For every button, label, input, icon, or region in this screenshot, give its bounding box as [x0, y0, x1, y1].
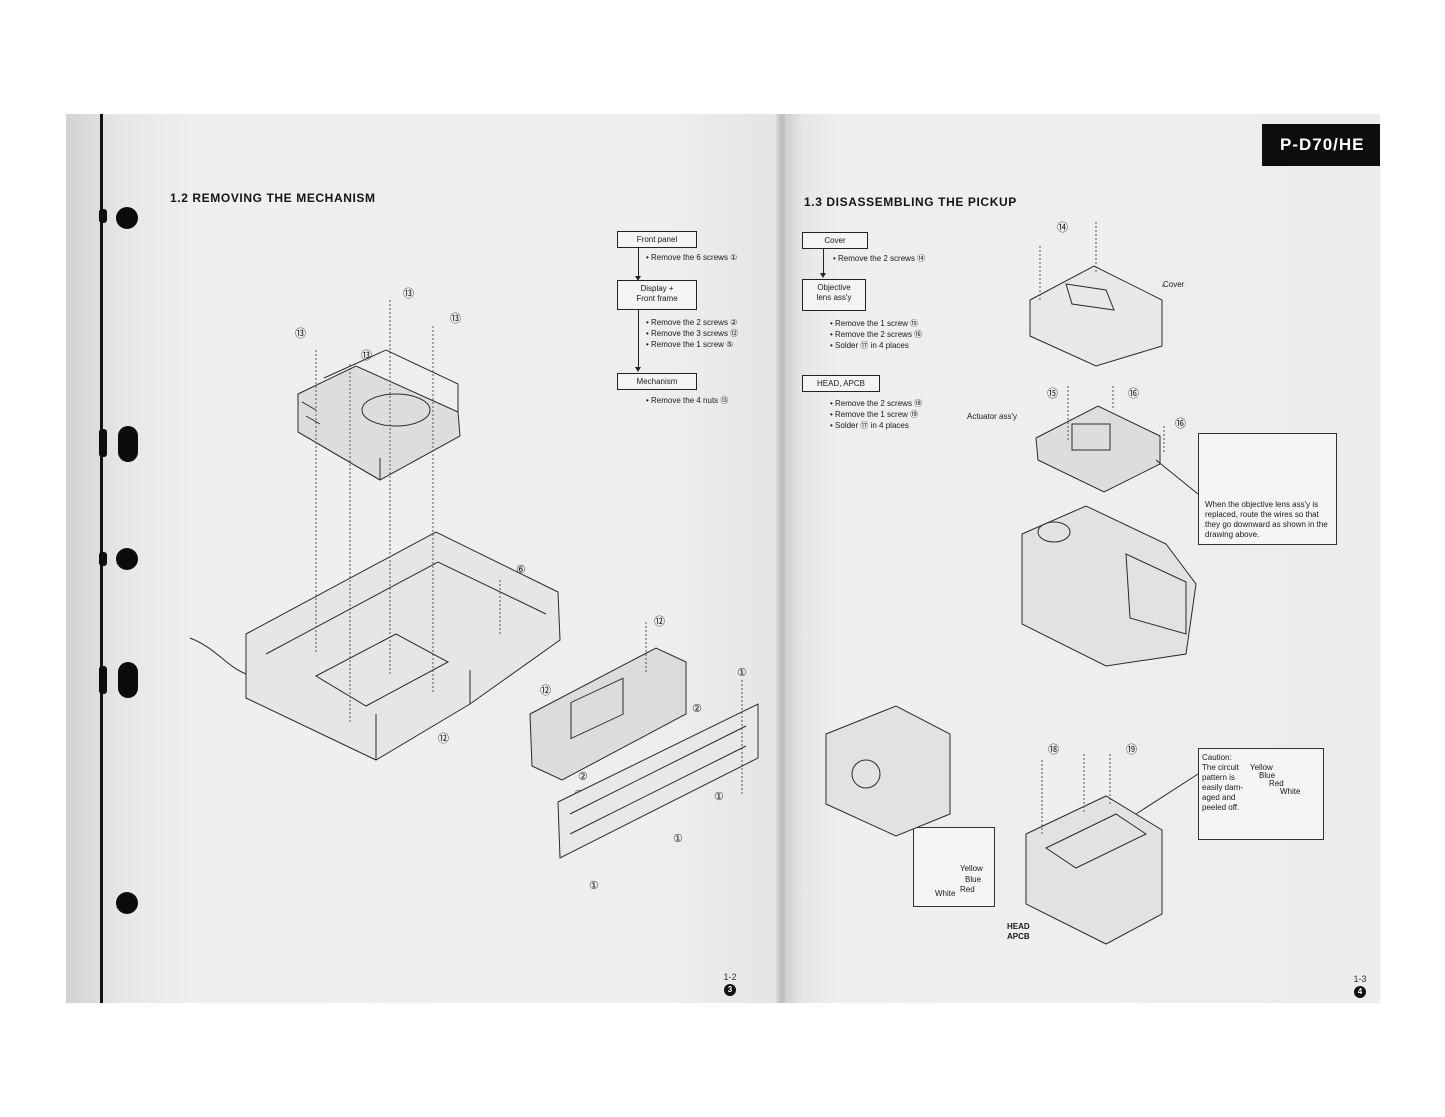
binder-hole	[118, 662, 138, 698]
part-number-19: ⑲	[1126, 744, 1137, 756]
flow-step: Remove the 3 screws ⑫	[646, 328, 738, 339]
flow-box-front-panel: Front panel	[617, 231, 697, 248]
flow-step: Remove the 2 screws ⑱	[830, 398, 922, 409]
page-number-right: 1-3	[1353, 974, 1367, 984]
mechanism-drawing	[189, 300, 759, 859]
part-number-2: ②	[578, 771, 588, 783]
binder-hole-small	[99, 209, 107, 223]
flow-box-head-apcb: HEAD, APCB	[802, 375, 880, 392]
part-number-1: ①	[589, 880, 599, 892]
binder-hole-small	[99, 666, 107, 694]
flow-steps-display-front-frame: Remove the 2 screws ② Remove the 3 screw…	[646, 317, 738, 350]
part-number-16: ⑯	[1128, 388, 1139, 400]
caution-wire-blue: Blue	[1259, 771, 1276, 780]
part-number-1: ①	[737, 667, 747, 679]
part-number-12: ⑫	[540, 685, 551, 697]
part-number-1: ①	[673, 833, 683, 845]
flow-connector	[638, 248, 639, 278]
flow-step: Remove the 2 screws ⑭	[833, 253, 925, 264]
binder-hole	[116, 207, 138, 229]
wire-label-white: White	[935, 889, 956, 898]
caution-box: Caution: The circuit pattern is easily d…	[1198, 748, 1324, 840]
flow-steps-head-apcb: Remove the 2 screws ⑱ Remove the 1 screw…	[830, 398, 922, 431]
flow-step: Remove the 2 screws ②	[646, 317, 738, 328]
binder-hole	[116, 548, 138, 570]
pickup-drawing	[825, 222, 1199, 945]
section-title-disassembling-pickup: 1.3 DISASSEMBLING THE PICKUP	[804, 195, 1017, 209]
flow-step: Remove the 1 screw ⑤	[646, 339, 738, 350]
label-cover: Cover	[1163, 280, 1185, 289]
exploded-view-drawings	[189, 222, 1199, 945]
manual-spread: 1.2 REMOVING THE MECHANISM Front panel R…	[66, 114, 1380, 1003]
part-number-14: ⑭	[1057, 222, 1068, 234]
flow-steps-cover: Remove the 2 screws ⑭	[833, 253, 925, 264]
caution-wire-yellow: Yellow	[1250, 763, 1273, 772]
wire-label-red: Red	[960, 885, 975, 894]
part-number-12: ⑫	[438, 733, 449, 745]
part-number-18: ⑱	[1048, 744, 1059, 756]
flow-arrow	[820, 273, 826, 278]
page-badge-right: 4	[1354, 986, 1366, 998]
flow-arrow	[635, 276, 641, 281]
page-number-left: 1-2	[723, 972, 737, 982]
book-spine	[776, 114, 788, 1003]
wire-routing-note-text: When the objective lens ass'y is replace…	[1205, 500, 1328, 539]
flow-step: Solder ⑰ in 4 places	[830, 340, 922, 351]
caution-wire-white: White	[1280, 787, 1301, 796]
part-number-2: ②	[692, 703, 702, 715]
flow-steps-front-panel: Remove the 6 screws ①	[646, 252, 737, 263]
flow-step: Solder ⑰ in 4 places	[830, 420, 922, 431]
wire-label-yellow: Yellow	[960, 864, 983, 873]
flow-steps-mechanism: Remove the 4 nuts ⑬	[646, 395, 728, 406]
binder-hole-small	[99, 552, 107, 566]
flow-step: Remove the 4 nuts ⑬	[646, 395, 728, 406]
flow-step: Remove the 1 screw ⑲	[830, 409, 922, 420]
binder-hole-small	[99, 429, 107, 457]
part-number-13: ⑬	[361, 350, 372, 362]
flow-connector	[823, 249, 824, 275]
flow-connector	[638, 310, 639, 369]
flow-box-objective-lens: Objective lens ass'y	[802, 279, 866, 311]
flow-steps-objective-lens: Remove the 1 screw ⑮ Remove the 2 screws…	[830, 318, 922, 351]
page-badge-left: 3	[724, 984, 736, 996]
section-title-removing-mechanism: 1.2 REMOVING THE MECHANISM	[170, 191, 376, 205]
wire-color-inset: Yellow Blue White Red	[913, 827, 995, 907]
part-number-1: ①	[714, 791, 724, 803]
label-head-apcb: HEAD APCB	[1007, 922, 1030, 941]
flow-box-mechanism: Mechanism	[617, 373, 697, 390]
part-number-13: ⑬	[295, 328, 306, 340]
model-tab: P-D70/HE	[1262, 124, 1380, 166]
part-number-16: ⑯	[1175, 418, 1186, 430]
binder-hole	[116, 892, 138, 914]
part-number-12: ⑫	[654, 616, 665, 628]
part-number-13: ⑬	[450, 313, 461, 325]
part-number-13: ⑬	[403, 288, 414, 300]
part-number-15: ⑮	[1047, 388, 1058, 400]
label-actuator-assy: Actuator ass'y	[967, 412, 1017, 421]
flow-step: Remove the 2 screws ⑯	[830, 329, 922, 340]
part-number-6: ⑥	[516, 564, 526, 576]
caution-wire-red: Red	[1269, 779, 1284, 788]
flow-step: Remove the 1 screw ⑮	[830, 318, 922, 329]
caution-text: Caution: The circuit pattern is easily d…	[1202, 753, 1243, 812]
flow-box-cover: Cover	[802, 232, 868, 249]
binder-hole	[118, 426, 138, 462]
flow-arrow	[635, 367, 641, 372]
wire-label-blue: Blue	[965, 875, 982, 884]
flow-step: Remove the 6 screws ①	[646, 252, 737, 263]
flow-box-display-front-frame: Display + Front frame	[617, 280, 697, 310]
wire-routing-note: When the objective lens ass'y is replace…	[1198, 433, 1337, 545]
